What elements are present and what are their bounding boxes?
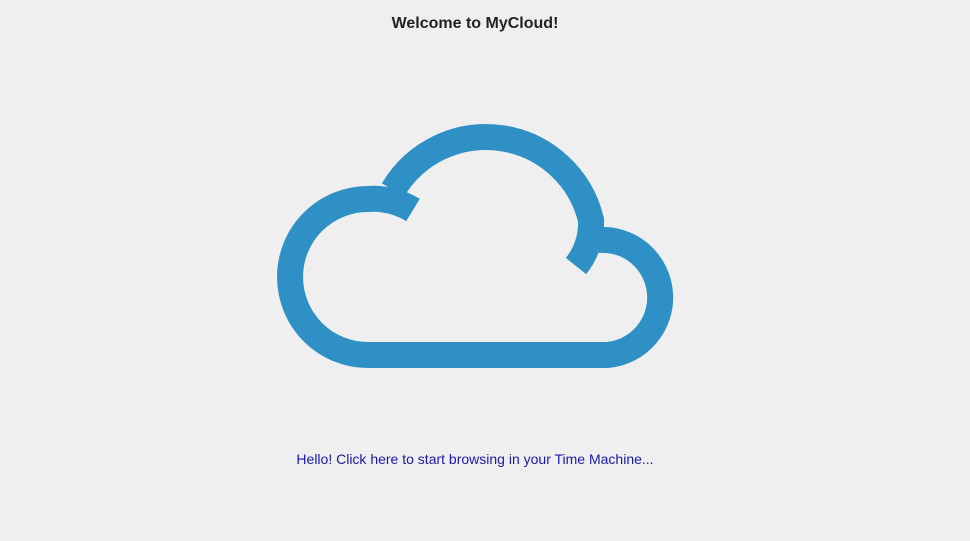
page-title: Welcome to MyCloud! [391, 15, 559, 32]
cloud-icon [277, 124, 674, 368]
time-machine-link[interactable]: Hello! Click here to start browsing in y… [296, 451, 654, 467]
